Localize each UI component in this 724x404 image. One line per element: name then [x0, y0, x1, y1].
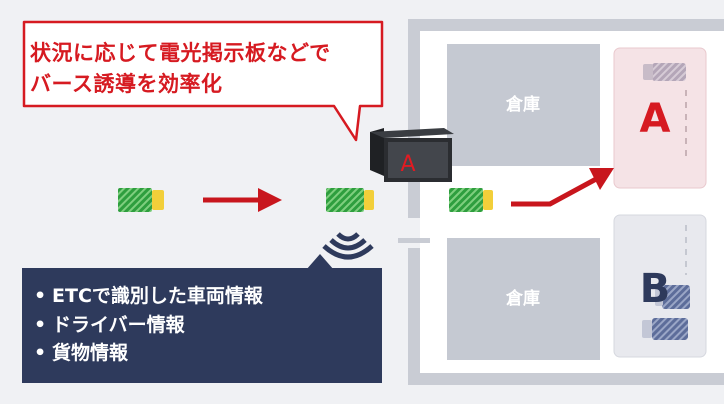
- callout-bubble: [22, 20, 384, 142]
- info-item-text: 貨物情報: [52, 342, 129, 364]
- facility-entrance: [408, 218, 420, 248]
- truck-inside: [449, 188, 493, 212]
- berth-a-parked-truck: [643, 63, 686, 81]
- berth-a-label: A: [640, 96, 671, 142]
- truck-approaching: [118, 188, 164, 212]
- info-box: [22, 254, 382, 383]
- arrow-approach: [203, 188, 282, 212]
- info-item-text: ドライバー情報: [52, 313, 185, 336]
- info-item-text: ETCで識別した車両情報: [52, 285, 263, 307]
- callout-text: 状況に応じて電光掲示板などで バース誘導を効率化: [30, 38, 390, 100]
- truck-at-gate: [326, 188, 374, 212]
- callout-line-2: バース誘導を効率化: [30, 72, 223, 96]
- berth-b-truck-1: [655, 285, 690, 309]
- arrow-to-berth-a: [511, 168, 614, 207]
- signboard-label: A: [400, 152, 415, 177]
- electronic-signboard: [370, 128, 454, 182]
- info-item: •貨物情報: [34, 342, 129, 364]
- warehouse-bottom: [447, 238, 600, 360]
- berth-a-area: [613, 47, 707, 189]
- warehouse-bottom-label: 倉庫: [505, 288, 540, 309]
- berth-b-label: B: [640, 266, 671, 312]
- berth-b-truck-2: [642, 318, 688, 340]
- entrance-gate-bar: [398, 238, 430, 243]
- etc-signal-icon: [322, 232, 374, 260]
- info-list: •ETCで識別した車両情報 •ドライバー情報 •貨物情報: [34, 282, 263, 368]
- warehouse-top: [447, 44, 600, 166]
- warehouse-top-label: 倉庫: [505, 94, 540, 115]
- info-item: •ドライバー情報: [34, 313, 185, 336]
- berth-b: [613, 214, 707, 358]
- callout-line-1: 状況に応じて電光掲示板などで: [30, 41, 331, 65]
- info-item: •ETCで識別した車両情報: [34, 285, 263, 307]
- berth-a: [613, 47, 707, 189]
